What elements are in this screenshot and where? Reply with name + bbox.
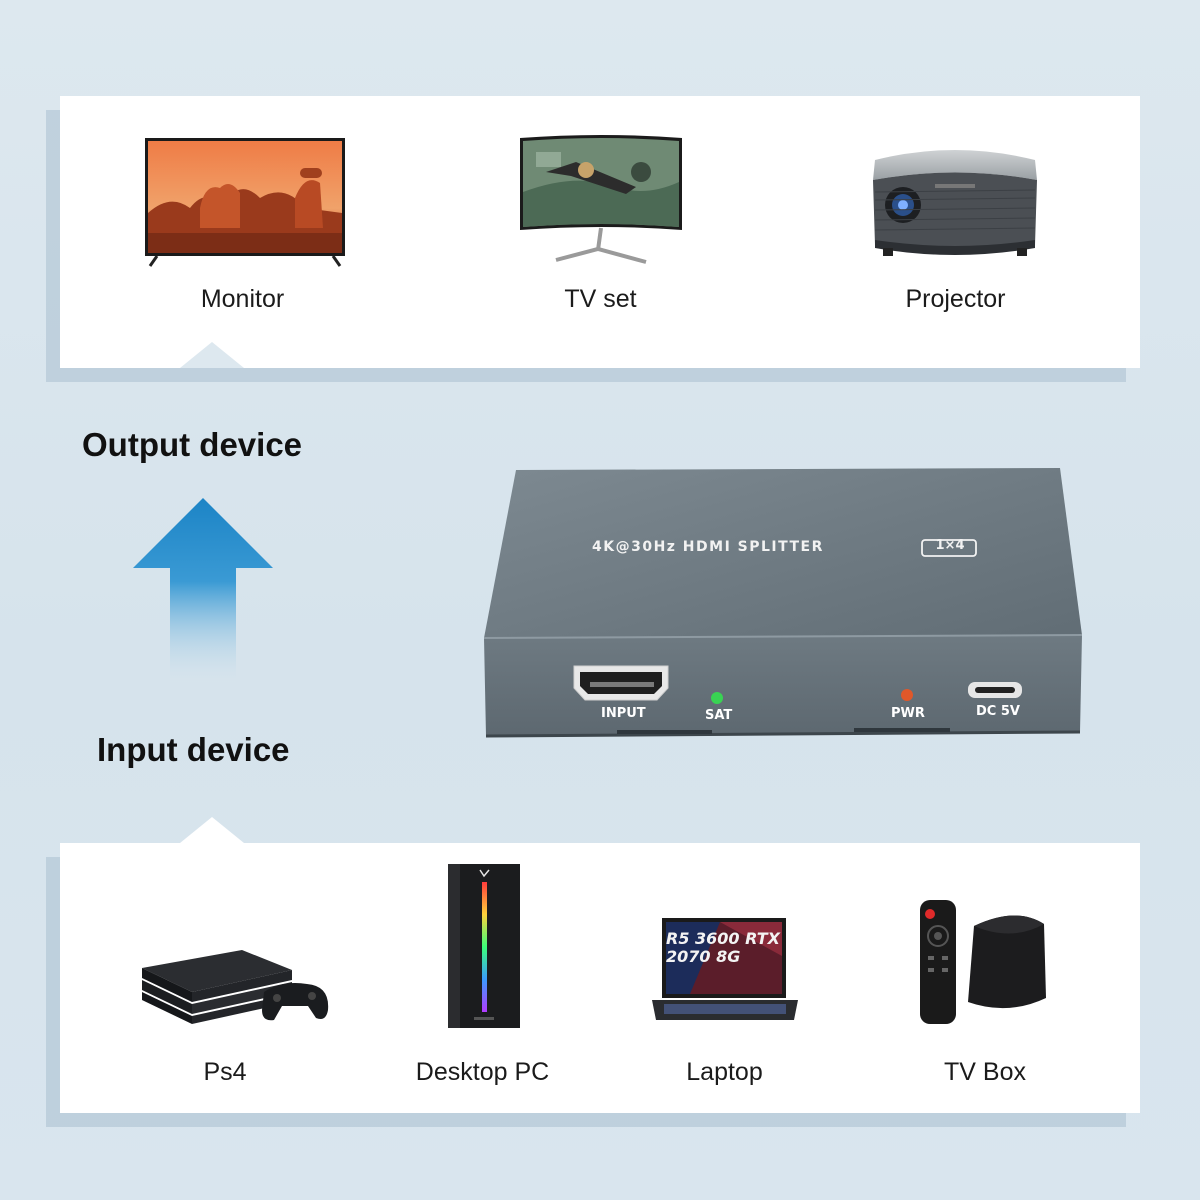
device-ps4: Ps4 — [120, 860, 330, 1095]
up-arrow-icon — [133, 498, 273, 683]
port-label-pwr: PWR — [891, 706, 925, 721]
splitter-title: 4K@30Hz HDMI SPLITTER — [592, 539, 824, 555]
device-label: Laptop — [686, 1058, 763, 1086]
output-panel-pointer — [180, 342, 244, 368]
ps4-console-icon — [142, 950, 329, 1024]
input-device-heading: Input device — [97, 731, 290, 768]
tv-icon — [145, 138, 345, 267]
input-panel-pointer — [180, 817, 244, 843]
output-device-heading: Output device — [82, 426, 303, 463]
desktop-pc-icon — [448, 864, 520, 1028]
device-laptop: R5 3600 RTX 2070 8G Laptop — [622, 860, 827, 1095]
port-label-dc: DC 5V — [976, 704, 1020, 719]
monitor-icon — [520, 135, 682, 264]
device-desktop-pc: Desktop PC — [380, 860, 585, 1095]
device-label: Desktop PC — [415, 1058, 550, 1086]
device-tv-set: TV set — [488, 130, 713, 320]
device-label: Monitor — [200, 285, 285, 313]
port-label-input: INPUT — [601, 706, 646, 721]
tv-box-icon — [920, 900, 1046, 1024]
device-label: TV set — [564, 285, 637, 313]
device-projector: Projector — [843, 130, 1068, 320]
device-tv-box: TV Box — [880, 860, 1090, 1095]
projector-icon — [873, 150, 1037, 256]
laptop-screen-text: R5 3600 RTX 2070 8G — [666, 929, 780, 966]
port-label-sat: SAT — [705, 708, 733, 723]
hdmi-splitter-device — [483, 468, 1083, 738]
device-label: TV Box — [944, 1058, 1026, 1086]
splitter-badge: 1×4 — [935, 538, 965, 553]
device-label: Projector — [905, 285, 1006, 313]
device-label: Ps4 — [203, 1058, 247, 1086]
laptop-icon — [652, 918, 798, 1020]
device-monitor: Monitor — [130, 130, 355, 320]
